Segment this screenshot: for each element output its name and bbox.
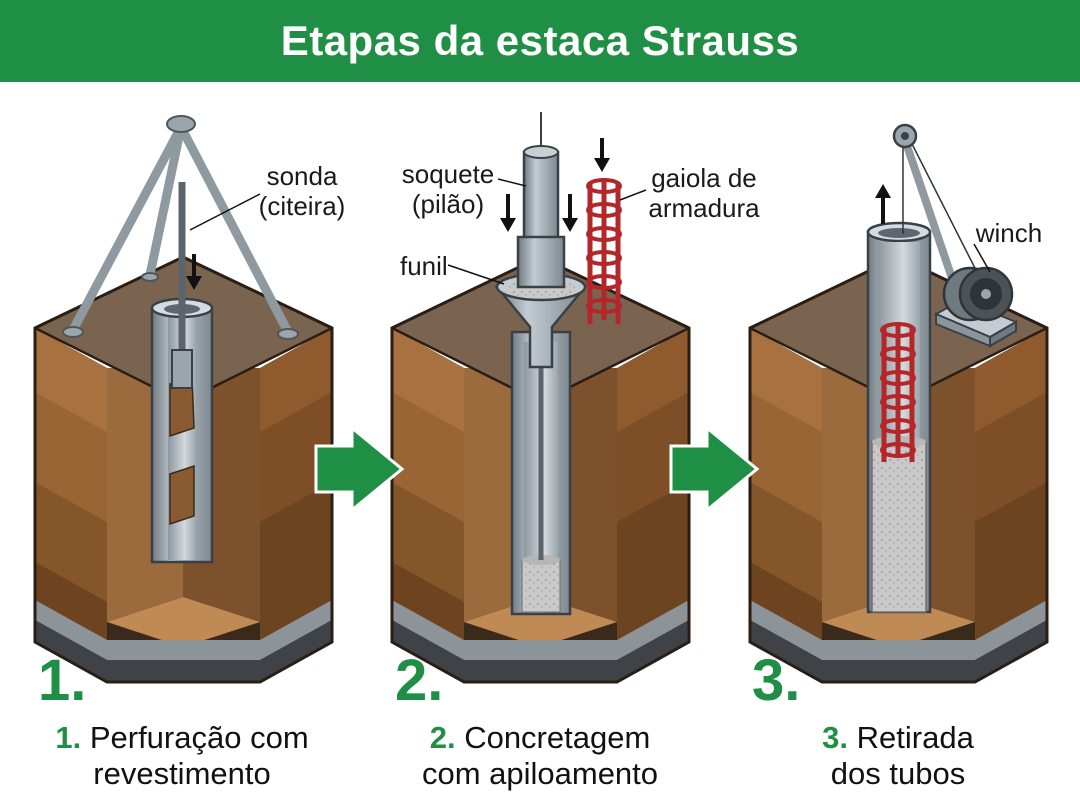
leader-soquete xyxy=(497,178,527,187)
down-arrows-2 xyxy=(500,138,610,232)
caption-step-1-line1: Perfuração com xyxy=(89,720,309,755)
process-arrow-1-to-2 xyxy=(314,424,405,514)
label-winch: winch xyxy=(975,218,1042,248)
title-banner: Etapas da estaca Strauss xyxy=(0,0,1080,82)
leader-winch xyxy=(973,243,991,273)
label-soquete: soquete xyxy=(402,159,495,189)
label-gaiola: gaiola de xyxy=(651,163,757,193)
strauss-diagram: sonda (citeira) xyxy=(33,112,1049,713)
casing-pipe-2 xyxy=(510,330,572,616)
caption-step-2-line1: Concretagem xyxy=(464,720,651,755)
label-citeira: (citeira) xyxy=(259,191,346,221)
tripod-rig xyxy=(62,115,299,340)
caption-step-1-line2: revestimento xyxy=(93,756,271,791)
label-funil: funil xyxy=(400,251,448,281)
caption-step-3-line2: dos tubos xyxy=(830,756,966,791)
label-sonda: sonda xyxy=(267,161,338,191)
caption-step-3-line1: Retirada xyxy=(856,720,974,755)
caption-step-3: 3. Retirada dos tubos xyxy=(738,720,1058,792)
step-number-3: 3. xyxy=(752,648,800,713)
rammer-soquete xyxy=(516,112,566,289)
leader-sonda xyxy=(189,193,261,231)
leader-funil xyxy=(447,264,505,285)
caption-step-2: 2. Concretagem com apiloamento xyxy=(380,720,700,792)
soil-block-1 xyxy=(33,255,334,684)
rebar-cage-2 xyxy=(586,178,622,324)
step-number-2: 2. xyxy=(395,648,443,713)
process-arrow-2-to-3 xyxy=(669,424,760,514)
up-arrow-3 xyxy=(875,184,891,224)
casing-pipe-1 xyxy=(150,182,214,564)
step-number-1: 1. xyxy=(38,648,86,713)
leader-gaiola xyxy=(619,189,647,201)
caption-step-2-number: 2. xyxy=(429,720,456,755)
caption-step-1: 1. Perfuração com revestimento xyxy=(22,720,342,792)
rebar-cage-3 xyxy=(880,322,916,462)
down-arrow-1 xyxy=(186,254,202,290)
label-armadura: armadura xyxy=(648,193,760,223)
page-title: Etapas da estaca Strauss xyxy=(280,17,800,64)
caption-step-1-number: 1. xyxy=(55,720,82,755)
caption-step-2-line2: com apiloamento xyxy=(421,756,659,791)
winch-rig xyxy=(892,123,1019,348)
label-pilao: (pilão) xyxy=(412,189,484,219)
caption-step-3-number: 3. xyxy=(822,720,849,755)
